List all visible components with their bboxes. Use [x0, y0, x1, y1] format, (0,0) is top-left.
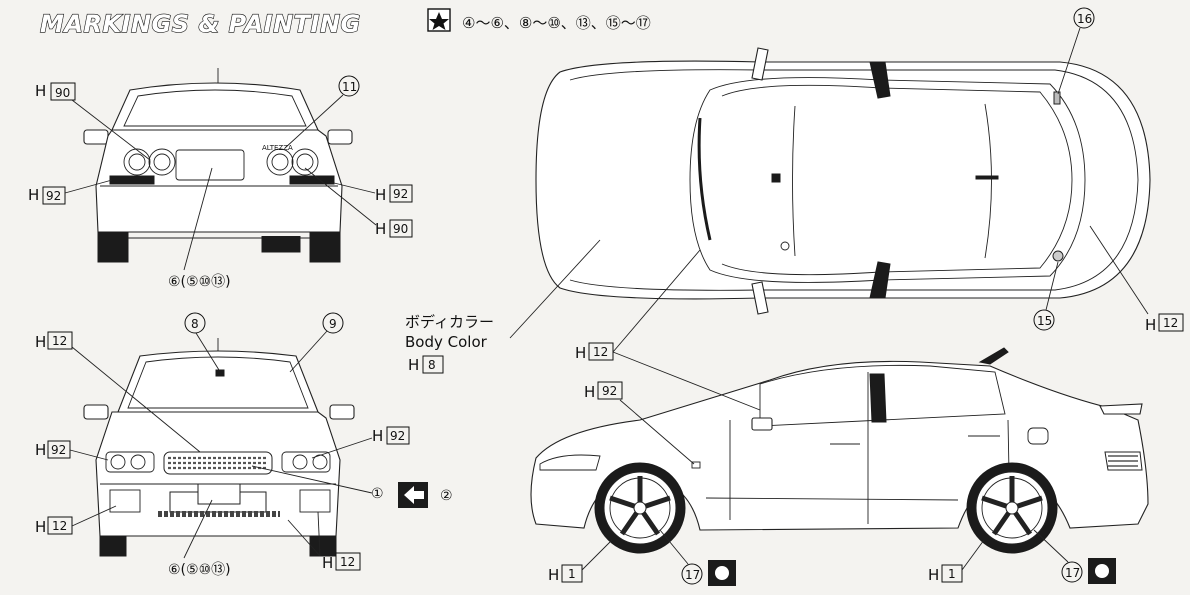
front-callout-decal-9: 9 — [289, 312, 344, 373]
svg-text:⑥(⑤⑩⑬): ⑥(⑤⑩⑬) — [168, 562, 231, 578]
rear-view-car: ALTEZZA — [83, 68, 353, 263]
svg-text:92: 92 — [51, 443, 66, 457]
svg-text:12: 12 — [52, 334, 67, 348]
top-callout-decal-15: 15 — [1033, 261, 1059, 331]
svg-text:17: 17 — [685, 568, 700, 582]
front-callout-grille-decal: ① ② — [251, 465, 453, 508]
svg-text:92: 92 — [390, 429, 405, 443]
svg-text:16: 16 — [1077, 12, 1092, 26]
svg-text:①: ① — [371, 486, 384, 502]
body-color-jp: ボディカラー — [405, 313, 494, 331]
arrow-decal-icon — [398, 482, 428, 508]
svg-text:H: H — [1145, 316, 1156, 334]
svg-text:12: 12 — [593, 345, 608, 359]
svg-text:12: 12 — [52, 519, 67, 533]
svg-text:H: H — [35, 333, 46, 351]
svg-text:⑥(⑤⑩⑬): ⑥(⑤⑩⑬) — [168, 274, 231, 290]
svg-text:11: 11 — [342, 80, 357, 94]
svg-text:92: 92 — [393, 187, 408, 201]
svg-text:H: H — [35, 82, 46, 100]
svg-text:H: H — [575, 344, 586, 362]
front-callout-h92-right: H 92 — [311, 426, 410, 459]
svg-text:H: H — [375, 220, 386, 238]
body-color-code: 8 — [428, 358, 436, 372]
rear-callout-h90-right: H 90 — [304, 167, 413, 238]
svg-text:H: H — [28, 186, 39, 204]
body-color-callout: ボディカラー Body Color H 8 — [405, 239, 601, 374]
side-callout-decal-17-rear: 17 — [1033, 529, 1116, 584]
rear-callout-plate: ⑥(⑤⑩⑬) — [168, 167, 231, 290]
front-callout-h12-bottom-left: H 12 — [35, 505, 117, 536]
wheel-paint-icon — [708, 560, 736, 586]
side-callout-h1-front: H 1 — [548, 539, 613, 584]
top-view-car — [535, 47, 1151, 315]
side-callout-decal-17-front: 17 — [659, 529, 736, 586]
rear-callout-h92-right: H 92 — [329, 181, 413, 204]
rear-callout-decal-11: 11 — [284, 75, 360, 149]
svg-text:H: H — [322, 554, 333, 572]
svg-text:H: H — [35, 441, 46, 459]
svg-text:H: H — [584, 383, 595, 401]
rear-callout-h92-left: H 92 — [28, 179, 113, 205]
svg-text:8: 8 — [191, 317, 199, 331]
top-callout-decal-16: 16 — [1057, 7, 1095, 95]
svg-text:H: H — [548, 566, 559, 584]
side-callout-h12: H 12 — [575, 249, 761, 411]
svg-text:90: 90 — [393, 222, 408, 236]
svg-text:9: 9 — [329, 317, 337, 331]
rear-callout-h90-top: H 90 — [35, 82, 151, 161]
star-icon — [427, 8, 451, 32]
side-callout-h92: H 92 — [584, 381, 695, 465]
front-view-car — [83, 338, 355, 557]
svg-text:1: 1 — [948, 567, 956, 581]
svg-text:12: 12 — [340, 555, 355, 569]
svg-text:12: 12 — [1163, 316, 1178, 330]
side-view-car — [530, 347, 1149, 554]
top-callout-h12-right: H 12 — [1089, 225, 1184, 334]
page-title: MARKINGS & PAINTING — [40, 10, 361, 38]
front-wheel — [594, 462, 686, 554]
side-callout-h1-rear: H 1 — [928, 539, 985, 584]
svg-text:H: H — [35, 518, 46, 536]
front-callout-plate: ⑥(⑤⑩⑬) — [168, 499, 231, 578]
wheel-paint-icon — [1088, 558, 1116, 584]
svg-text:17: 17 — [1065, 566, 1080, 580]
svg-text:15: 15 — [1037, 314, 1052, 328]
front-callout-decal-8: 8 — [184, 312, 220, 371]
front-callout-h92-left: H 92 — [35, 440, 109, 461]
svg-text:92: 92 — [602, 384, 617, 398]
svg-text:H: H — [372, 427, 383, 445]
front-callout-h12-bottom-right: H 12 — [287, 511, 361, 572]
svg-text:1: 1 — [568, 567, 576, 581]
svg-text:H: H — [375, 186, 386, 204]
svg-text:H: H — [408, 356, 419, 374]
svg-text:92: 92 — [46, 189, 61, 203]
svg-text:②: ② — [440, 488, 453, 504]
body-color-en: Body Color — [405, 333, 488, 351]
star-decal-list: ④〜⑥、⑧〜⑩、⑬、⑮〜⑰ — [462, 14, 651, 32]
altezza-badge: ALTEZZA — [262, 144, 293, 152]
svg-text:90: 90 — [55, 86, 70, 100]
svg-text:H: H — [928, 566, 939, 584]
front-callout-h12-top: H 12 — [35, 331, 201, 453]
